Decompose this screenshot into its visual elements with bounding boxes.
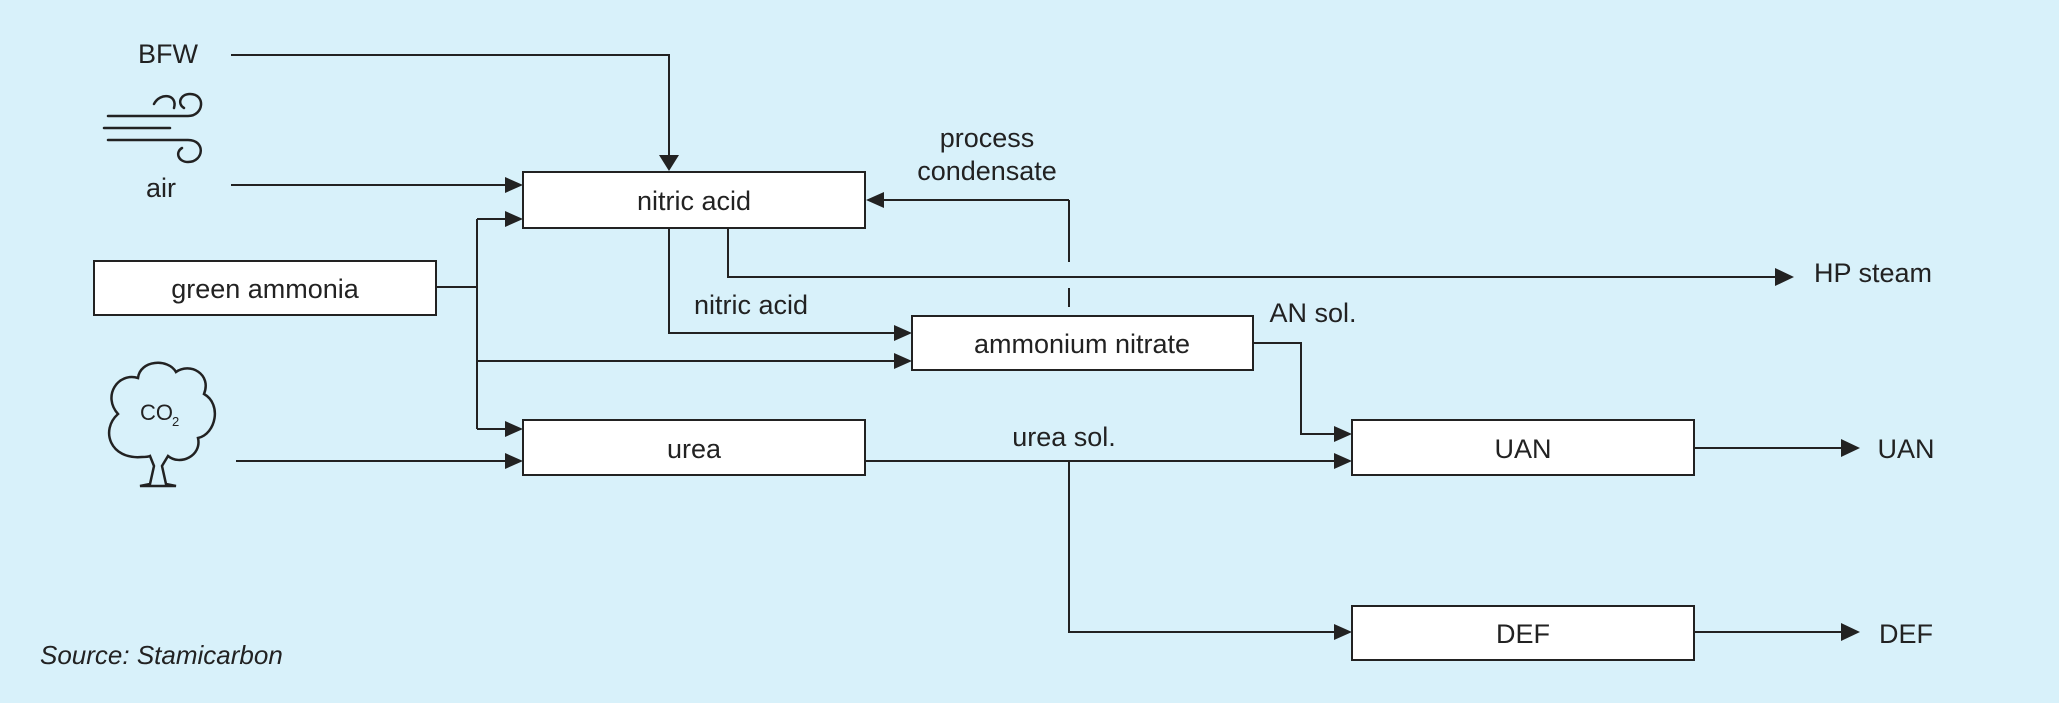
output-def-label: DEF [1879, 619, 1933, 649]
process-condensate-label-1: process [940, 123, 1035, 153]
source-credit: Source: Stamicarbon [40, 640, 283, 670]
box-label: nitric acid [637, 186, 751, 216]
co2-subscript: 2 [172, 414, 179, 429]
box-label: ammonium nitrate [974, 329, 1190, 359]
box-label: urea [667, 434, 722, 464]
box-label: UAN [1494, 434, 1551, 464]
arrow-ammonia-urea [505, 421, 523, 437]
arrow-condensate [866, 192, 884, 208]
flow-lines [231, 54, 1843, 633]
wind-icon [102, 92, 203, 164]
box-green-ammonia: green ammonia [93, 260, 437, 316]
arrow-an-uan [1334, 426, 1352, 442]
box-uan: UAN [1351, 419, 1695, 476]
co2-label: CO [140, 400, 173, 425]
box-def: DEF [1351, 605, 1695, 661]
nitric-acid-flow-label: nitric acid [694, 290, 808, 320]
an-sol-line [1253, 342, 1340, 435]
arrow-hp-steam [1775, 268, 1794, 286]
arrow-co2-urea [505, 453, 523, 469]
arrow-ammonia-an [894, 353, 912, 369]
arrow-uan-out [1841, 439, 1860, 457]
arrow-urea-uan [1334, 453, 1352, 469]
box-label: DEF [1496, 619, 1550, 649]
an-sol-label: AN sol. [1269, 298, 1356, 328]
output-uan-label: UAN [1877, 434, 1934, 464]
output-hp-steam-label: HP steam [1814, 258, 1932, 288]
arrowheads [505, 155, 1860, 641]
input-bfw-label: BFW [138, 39, 199, 69]
arrow-nitric-an [894, 325, 912, 341]
tree-cloud-icon: CO 2 [107, 361, 217, 488]
nitric-acid-line [668, 228, 896, 334]
box-label: green ammonia [171, 274, 360, 304]
process-condensate-label-2: condensate [917, 156, 1057, 186]
box-nitric-acid: nitric acid [522, 171, 866, 229]
arrow-def [1334, 624, 1352, 640]
hp-steam-line [727, 228, 1777, 278]
box-urea: urea [522, 419, 866, 476]
urea-sol-label: urea sol. [1012, 422, 1116, 452]
arrow-def-out [1841, 623, 1860, 641]
bfw-line [231, 54, 670, 158]
arrow-ammonia-nitric [505, 211, 523, 227]
input-air-label: air [146, 173, 176, 203]
arrow-bfw [659, 155, 679, 171]
arrow-air [505, 177, 523, 193]
urea-to-def-line [1068, 461, 1340, 633]
box-ammonium-nitrate: ammonium nitrate [911, 315, 1254, 371]
